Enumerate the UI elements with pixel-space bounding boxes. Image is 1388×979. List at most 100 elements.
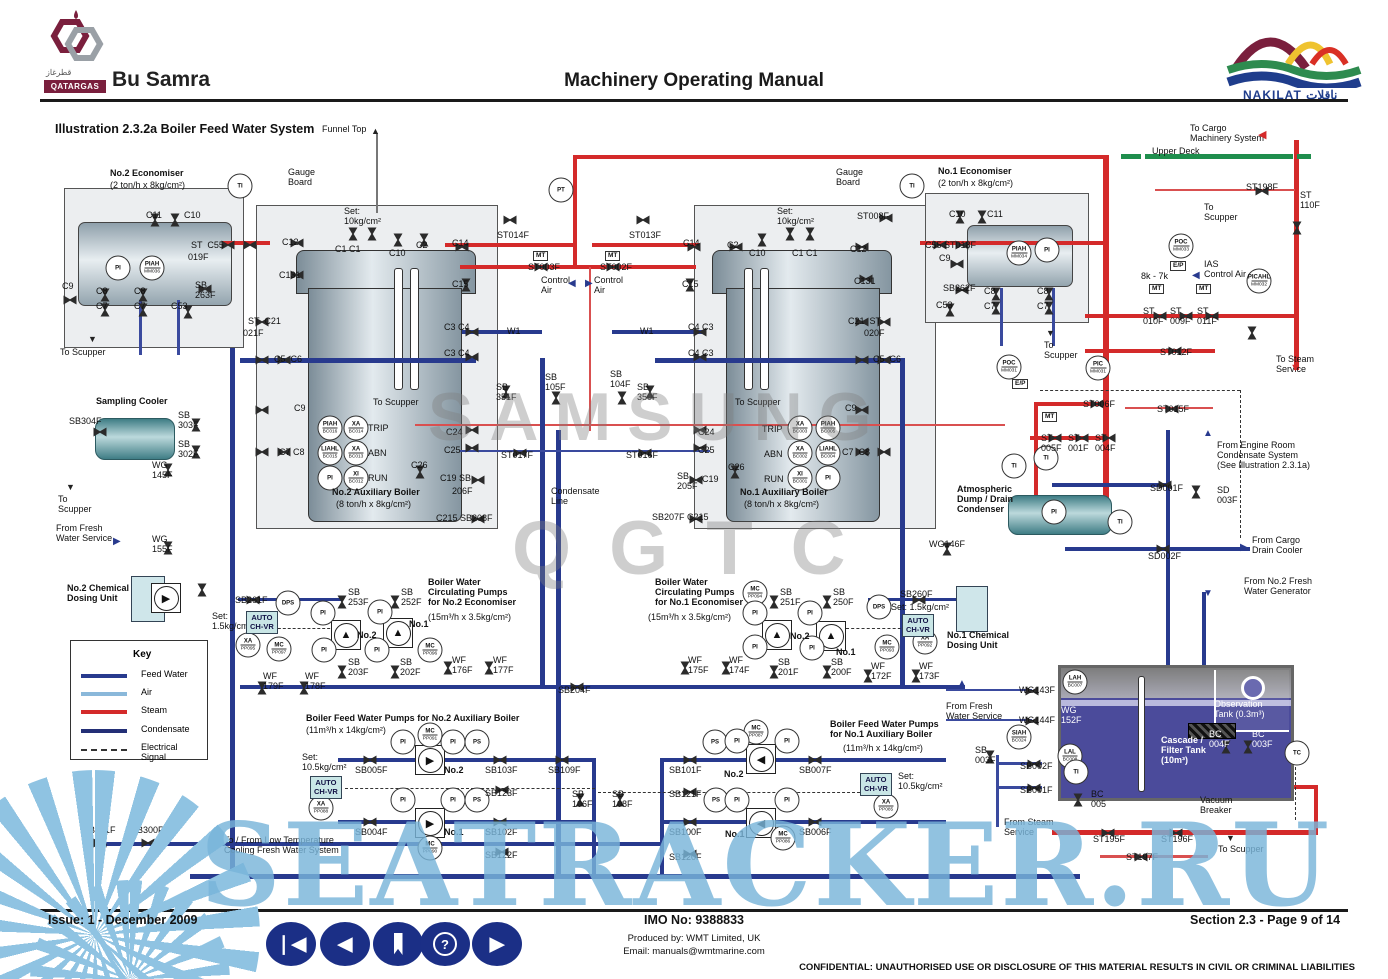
instrument-tag: TI bbox=[1011, 463, 1017, 469]
valve-icon bbox=[1168, 346, 1182, 356]
nav-next-button[interactable]: ▶ bbox=[472, 922, 522, 966]
valve-icon bbox=[1156, 544, 1170, 554]
diagram-label: ST197F bbox=[1126, 852, 1159, 862]
nav-help-button[interactable]: ? bbox=[420, 922, 470, 966]
chemical-dosing-unit-no1 bbox=[956, 586, 988, 632]
diagram-label: ST008F bbox=[857, 211, 890, 221]
diagram-label: (8 ton/h x 8kg/cm²) bbox=[336, 499, 412, 509]
instrument-id: PP088 bbox=[313, 807, 329, 815]
valve-icon bbox=[693, 443, 707, 453]
instrument-tag: XA bbox=[795, 446, 805, 453]
diagram-label: (2 ton/h x 8kg/cm²) bbox=[110, 180, 186, 190]
diagram-label: C7 bbox=[1037, 301, 1049, 311]
diagram-label: Vacuum Breaker bbox=[1200, 795, 1233, 816]
nav-first-button[interactable]: ❘◀ bbox=[266, 922, 316, 966]
diagram-label: 8k - 7k bbox=[1141, 271, 1169, 281]
valve-icon bbox=[1165, 404, 1179, 414]
diagram-label: SB261F bbox=[235, 595, 268, 605]
pump-flow-arrow-icon: ▶ bbox=[417, 747, 443, 773]
qatargas-arabic-label: قطرغاز bbox=[46, 68, 72, 77]
key-label: Steam bbox=[141, 705, 168, 715]
instrument-tag: XA bbox=[351, 446, 361, 453]
valve-icon bbox=[855, 405, 869, 415]
diagram-label: SB103F bbox=[485, 765, 518, 775]
key-title: Key bbox=[133, 649, 152, 660]
valve-icon bbox=[877, 355, 891, 365]
pump-flow-arrow-icon: ▲ bbox=[385, 620, 411, 646]
pump-icon: ▶ bbox=[151, 583, 181, 613]
pipe-segment bbox=[660, 758, 664, 876]
instrument-circle: PI bbox=[390, 729, 416, 755]
instrument-circle: TI bbox=[1033, 445, 1059, 471]
nav-bookmark-button[interactable] bbox=[373, 922, 423, 966]
instrument-id: BC004 bbox=[820, 452, 836, 460]
valve-icon bbox=[63, 295, 77, 305]
diagram-label: SB 250F bbox=[833, 587, 854, 608]
diagram-label: 020F bbox=[864, 328, 885, 338]
instrument-tag: PI bbox=[320, 610, 326, 616]
vessel-name: Bu Samra bbox=[112, 68, 211, 91]
valve-icon bbox=[689, 514, 703, 524]
diagram-label: RUN bbox=[764, 474, 784, 484]
diagram-label: WG144F bbox=[1019, 715, 1056, 725]
pipe-segment bbox=[460, 450, 710, 452]
pump-flow-arrow-icon: ▶ bbox=[153, 585, 179, 611]
instrument-tag: PS bbox=[472, 739, 481, 745]
valve-icon bbox=[471, 514, 485, 524]
instrument-tag: PI bbox=[809, 645, 815, 651]
valve-icon bbox=[693, 425, 707, 435]
diagram-label: ▶ bbox=[585, 278, 593, 289]
instrument-tag: PI bbox=[327, 475, 333, 481]
instrument-tag: PI bbox=[752, 644, 758, 650]
diagram-label: No.1 bbox=[409, 619, 429, 629]
valve-icon bbox=[243, 240, 257, 250]
diagram-label: From Fresh Water Service bbox=[56, 523, 113, 544]
instrument-tag: PI bbox=[374, 647, 380, 653]
valve-icon bbox=[493, 817, 507, 827]
diagram-label: SB120F bbox=[669, 852, 702, 862]
diagram-label: No.1 Chemical Dosing Unit bbox=[947, 630, 1010, 651]
instrument-tag: MC bbox=[882, 640, 892, 647]
instrument-id: BC014 bbox=[348, 427, 364, 435]
valve-icon bbox=[933, 240, 947, 250]
footer-email: Email: manuals@wmtmarine.com bbox=[623, 946, 765, 957]
valve-icon bbox=[638, 448, 652, 458]
pipe-segment bbox=[612, 330, 704, 334]
diagram-label: SB 104F bbox=[610, 369, 631, 390]
pipe-segment bbox=[240, 358, 476, 363]
nav-back-button[interactable]: ◀ bbox=[320, 922, 370, 966]
instrument-circle: PI bbox=[815, 465, 841, 491]
instrument-tag: PI bbox=[115, 265, 121, 271]
diagram-label: C19 SB bbox=[440, 473, 472, 483]
valve-icon bbox=[1101, 828, 1115, 838]
pipe-segment bbox=[1121, 154, 1141, 159]
qatargas-wordmark: QATARGAS bbox=[44, 80, 106, 93]
diagram-label: SB 251F bbox=[780, 587, 801, 608]
instrument-tag: PS bbox=[711, 797, 720, 803]
instrument-tag: PICAHL bbox=[1247, 274, 1271, 281]
diagram-label: 019F bbox=[188, 252, 209, 262]
diagram-label: C9 bbox=[62, 281, 74, 291]
diagram-label: Set: 10.5kg/cm² bbox=[898, 771, 943, 792]
instrument-circle: PI bbox=[724, 787, 750, 813]
diagram-label: ST013F bbox=[629, 230, 662, 240]
diagram-label: Sampling Cooler bbox=[96, 396, 168, 406]
diagram-label: SB 200F bbox=[831, 657, 852, 678]
pipe-segment bbox=[996, 755, 999, 827]
bookmark-icon bbox=[393, 933, 403, 955]
instrument-tag: PI bbox=[807, 610, 813, 616]
diagram-label: C9 bbox=[294, 403, 306, 413]
pipe-segment bbox=[1052, 830, 1318, 835]
valve-icon bbox=[198, 584, 207, 597]
key-label: Air bbox=[141, 687, 152, 697]
diagram-label: To Scupper bbox=[373, 397, 419, 407]
diagram-label: C8 bbox=[134, 286, 146, 296]
instrument-circle: PS bbox=[464, 787, 490, 813]
key-label: Feed Water bbox=[141, 669, 188, 679]
instrument-circle: TC bbox=[1284, 740, 1310, 766]
valve-icon bbox=[683, 787, 697, 797]
pipe-segment bbox=[462, 330, 542, 334]
